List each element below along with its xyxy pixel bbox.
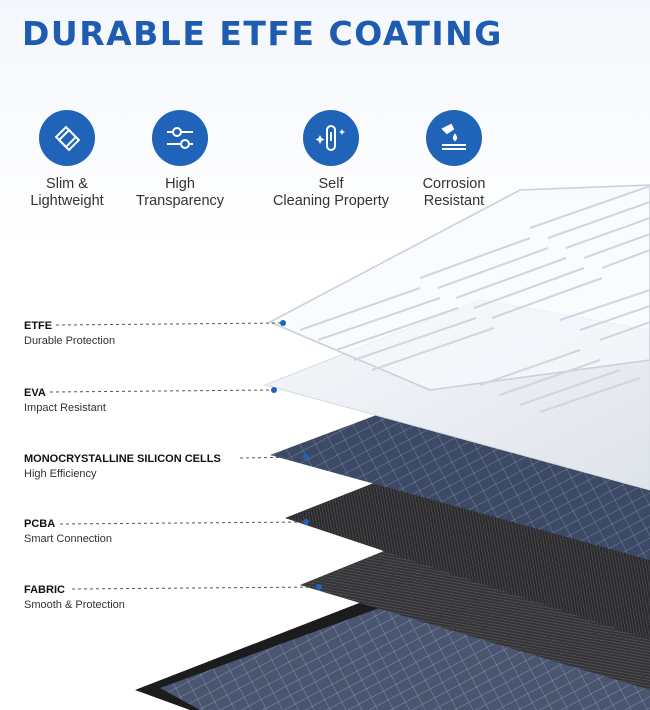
layer-name: FABRIC <box>24 584 65 596</box>
leader-dots <box>271 320 322 590</box>
feature-slim-lightweight: Slim & Lightweight <box>0 110 142 210</box>
layer-name: MONOCRYSTALLINE SILICON CELLS <box>24 453 221 465</box>
layer-label-pcba: PCBA Smart Connection <box>24 517 112 547</box>
feature-label-line2: Transparency <box>135 193 225 209</box>
layer-desc: High Efficiency <box>24 468 97 480</box>
layer-desc: Smart Connection <box>24 533 113 545</box>
layers-diamond-icon <box>39 110 95 166</box>
layer-label-eva: EVA Impact Resistant <box>24 386 106 416</box>
layer-name: ETFE <box>24 320 53 332</box>
feature-corrosion-resistant: Corrosion Resistant <box>379 110 529 210</box>
layer-desc: Smooth & Protection <box>24 599 125 611</box>
sparkle-clean-icon <box>303 110 359 166</box>
feature-label-line2: Lightweight <box>30 193 104 209</box>
leader-lines <box>49 322 319 590</box>
layer-label-etfe: ETFE Durable Protection <box>24 319 115 349</box>
layer-name: PCBA <box>24 518 56 530</box>
feature-label-line1: Corrosion <box>422 176 486 192</box>
layer-name: EVA <box>24 387 46 399</box>
layer-desc: Durable Protection <box>24 335 116 347</box>
feature-label-line2: Cleaning Property <box>272 193 390 209</box>
feature-label-line1: Slim & <box>46 176 88 192</box>
feature-label-line2: Resistant <box>423 193 485 209</box>
layer-label-silicon-cells: MONOCRYSTALLINE SILICON CELLS High Effic… <box>24 452 221 482</box>
feature-label-line1: High <box>165 176 195 192</box>
layer-desc: Impact Resistant <box>24 402 106 414</box>
feature-label-line1: Self <box>318 176 344 192</box>
water-shield-icon <box>426 110 482 166</box>
etfe-layer <box>268 184 650 413</box>
feature-self-cleaning: Self Cleaning Property <box>256 110 406 210</box>
page-title: DURABLE ETFE COATING <box>22 14 503 53</box>
fabric-layer <box>135 520 650 710</box>
sliders-icon <box>152 110 208 166</box>
feature-high-transparency: High Transparency <box>105 110 255 210</box>
layer-label-fabric: FABRIC Smooth & Protection <box>24 583 125 613</box>
